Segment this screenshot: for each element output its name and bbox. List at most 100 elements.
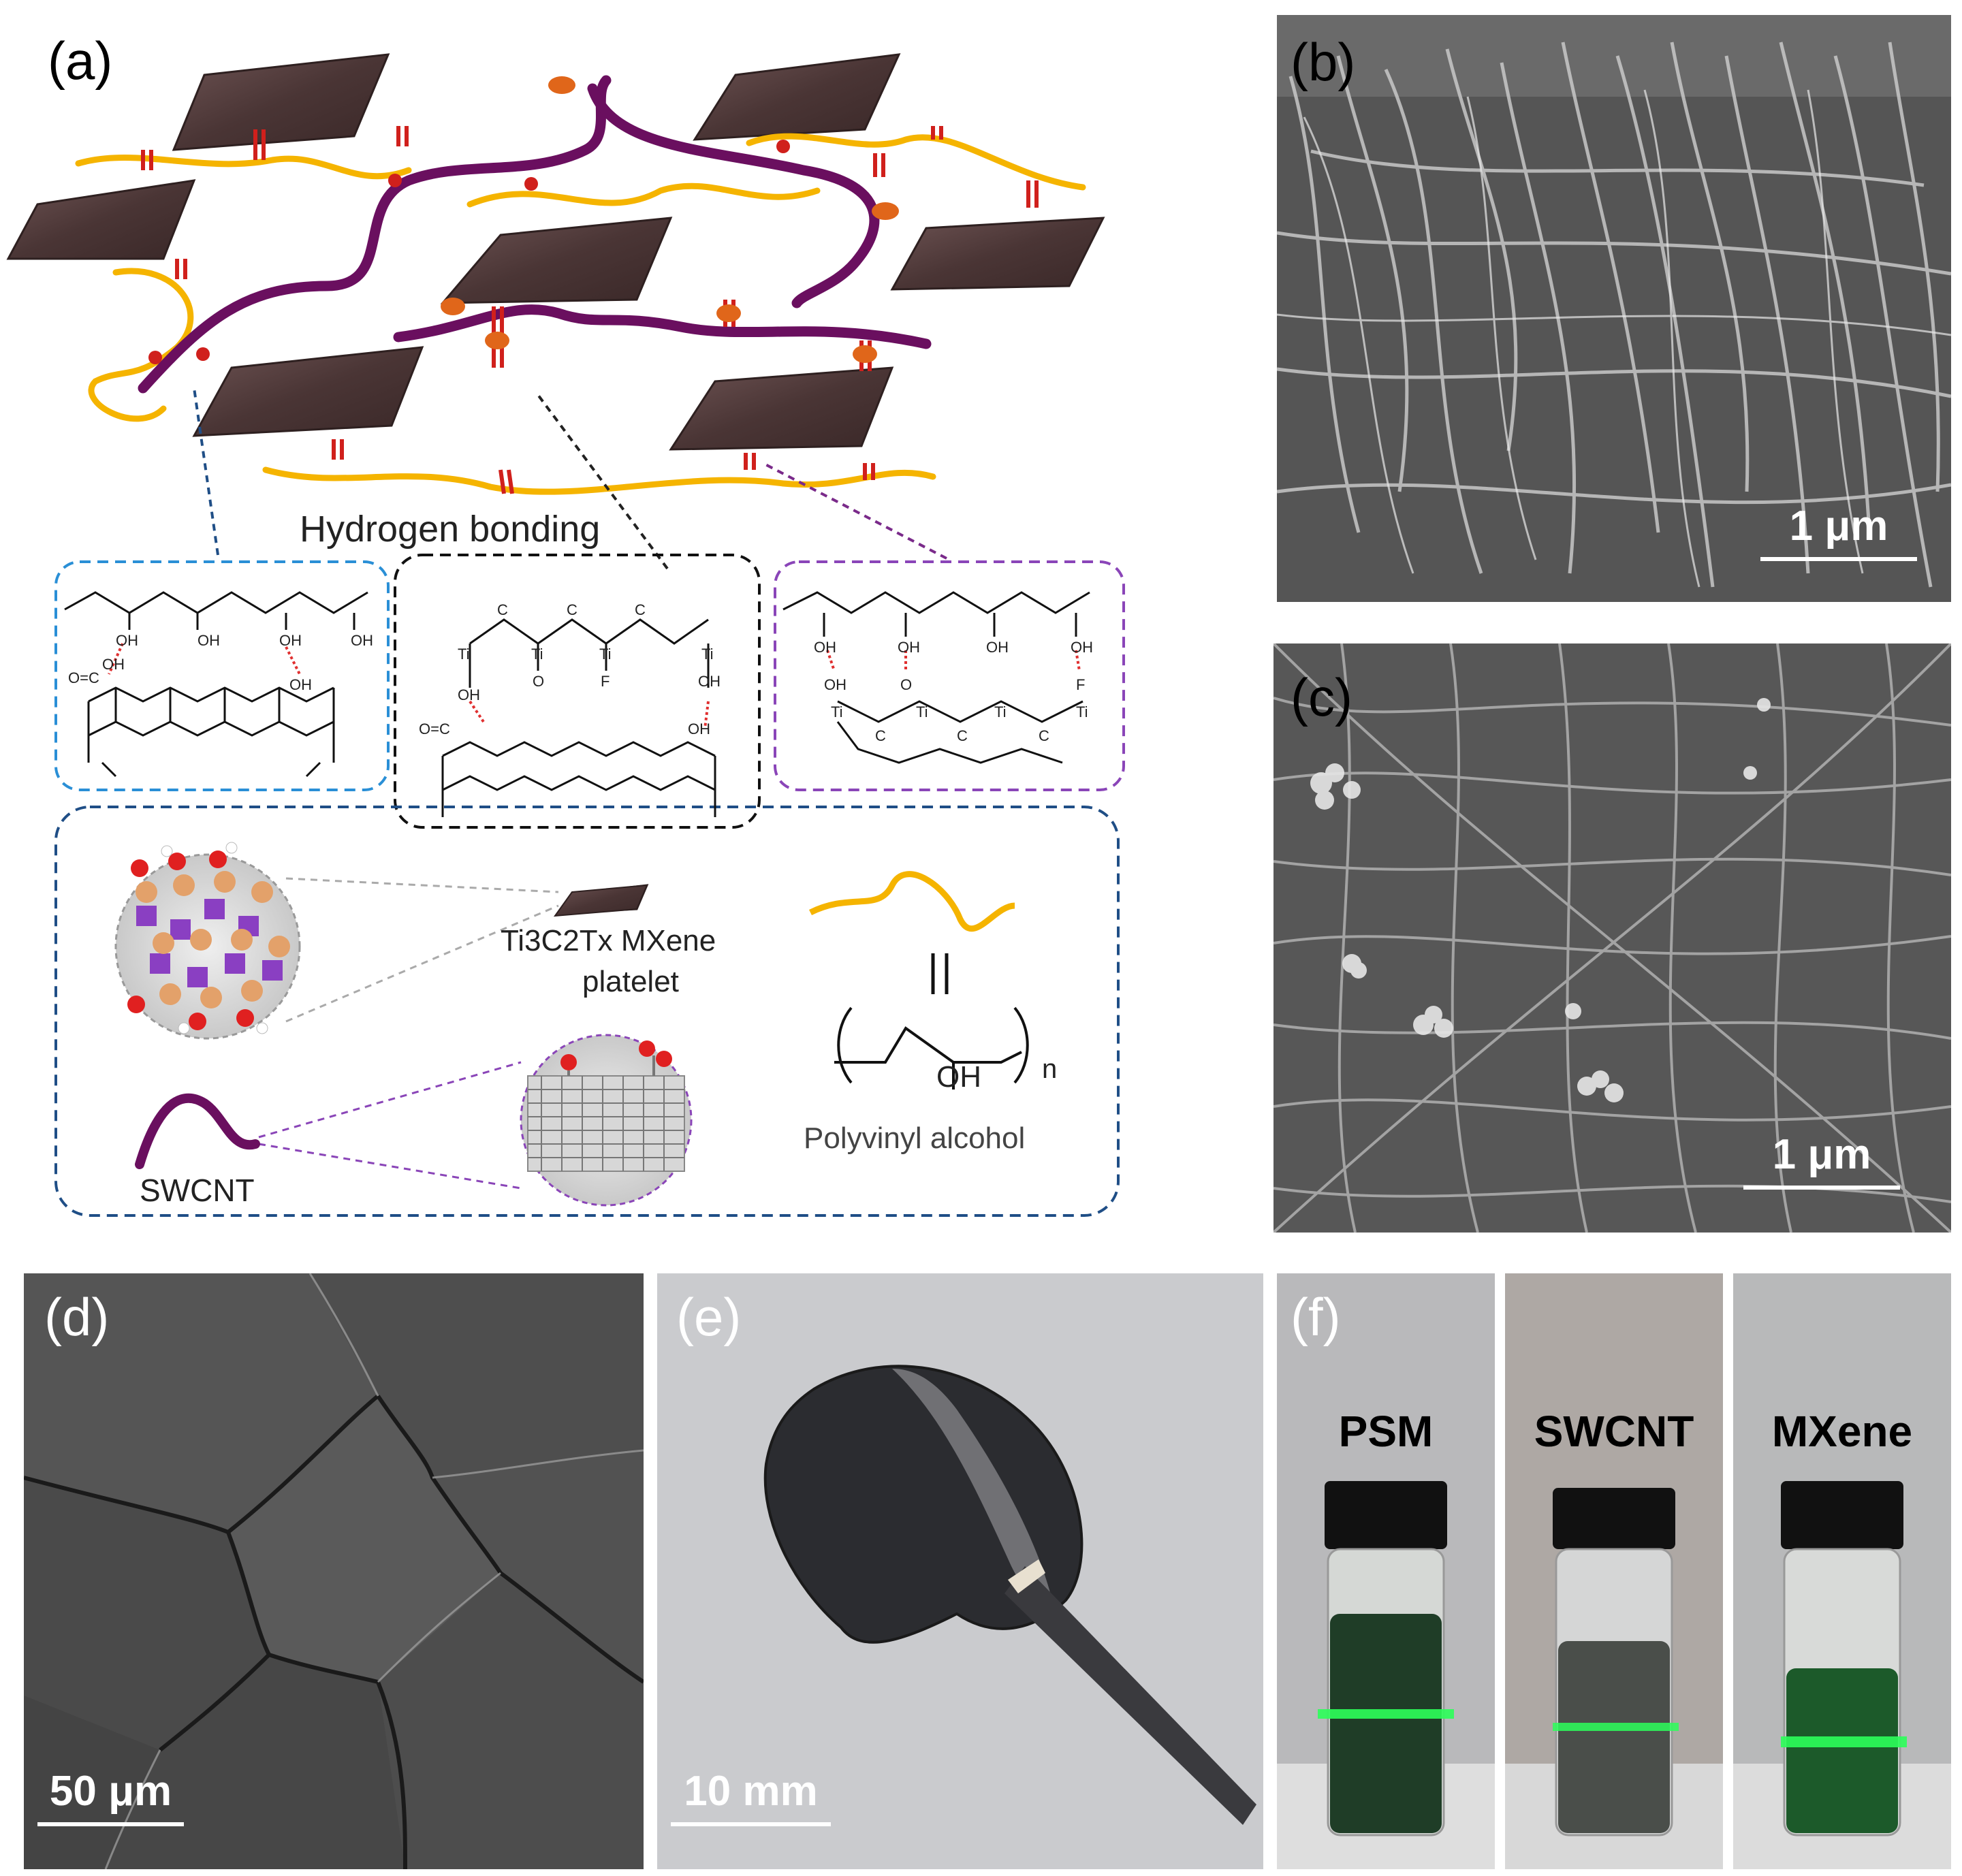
chem-c-label: C xyxy=(635,601,646,618)
chem-oh-label: OH xyxy=(824,676,846,693)
mxene-swcnt-bond-box xyxy=(394,554,761,829)
scale-bar-line xyxy=(1760,557,1917,561)
chem-oh-label: OH xyxy=(814,639,836,656)
swcnt-tube xyxy=(138,75,612,394)
mxene-sheet xyxy=(890,217,1105,291)
chem-oh-label: OH xyxy=(116,632,138,649)
chem-ti-label: Ti xyxy=(458,646,470,663)
vial-photo-swcnt: SWCNT xyxy=(1505,1273,1723,1869)
sem-nanotube-cross-section xyxy=(1277,15,1951,602)
mxene-sheet xyxy=(192,346,424,437)
chem-c-label: C xyxy=(497,601,508,618)
hydrogen-bond-markers xyxy=(141,126,1039,494)
chem-oh-label: OH xyxy=(102,656,125,673)
panel-b-sem-image: (b) 1 μm xyxy=(1277,15,1951,602)
panel-b-label: (b) xyxy=(1291,32,1356,92)
scale-bar-line xyxy=(37,1822,184,1826)
vial-mxene xyxy=(1733,1481,1951,1869)
panel-e-label: (e) xyxy=(676,1287,742,1347)
chem-o-label: O xyxy=(900,676,913,693)
sem-film-surface xyxy=(24,1273,644,1869)
chem-structure-mxene-swcnt xyxy=(441,618,716,817)
vial-photo-psm: PSM xyxy=(1277,1273,1495,1869)
pva-chain xyxy=(88,268,194,422)
chem-carboxyl-label: O=C xyxy=(68,669,99,686)
panel-c-sem-image: (c) 1 μm xyxy=(1273,643,1951,1233)
pva-legend-chain xyxy=(808,871,1015,932)
hydrogen-bonding-label: Hydrogen bonding xyxy=(300,509,601,550)
mxene-sheet xyxy=(669,366,894,451)
chem-oh-label: OH xyxy=(458,686,480,703)
chem-oh-label: OH xyxy=(197,632,220,649)
pva-chains xyxy=(75,133,1086,495)
swcnt-atomic-model xyxy=(520,1034,693,1207)
mxene-sheet xyxy=(693,53,901,141)
swcnt-tube xyxy=(587,83,880,308)
chem-oh-label: OH xyxy=(688,720,710,737)
pva-chain xyxy=(466,182,821,208)
panel-f-vials: (f) PSM SWCNT MXene xyxy=(1277,1273,1951,1869)
chem-ti-label: Ti xyxy=(599,646,612,663)
chem-oh-label: OH xyxy=(1071,639,1093,656)
chem-ti-label: Ti xyxy=(701,646,714,663)
pva-structural-formula xyxy=(834,1006,1029,1090)
chem-c-label: C xyxy=(957,727,968,744)
pva-chain xyxy=(262,466,936,495)
pva-mxene-bond-box xyxy=(774,560,1125,791)
panel-c-scale-text: 1 μm xyxy=(1772,1131,1871,1178)
chem-f-label: F xyxy=(601,673,610,690)
pva-swcnt-bond-box xyxy=(54,560,390,791)
panel-e-photo: (e) 10 mm xyxy=(657,1273,1263,1869)
mxene-legend-label-line1: Ti3C2Tx MXene xyxy=(501,924,716,957)
panel-a-label: (a) xyxy=(48,31,113,91)
chem-ti-label: Ti xyxy=(1076,703,1088,720)
chem-carboxyl-label: O=C xyxy=(419,720,450,737)
mxene-atomic-model xyxy=(114,842,301,1040)
pva-legend-label: Polyvinyl alcohol xyxy=(804,1122,1026,1155)
panel-a-schematic: (a) xyxy=(0,0,1260,1233)
panel-c-label: (c) xyxy=(1291,667,1352,727)
swcnt-legend-label: SWCNT xyxy=(140,1173,255,1208)
chem-oh-label: OH xyxy=(898,639,920,656)
component-legend-box xyxy=(54,806,1120,1217)
bond-stars xyxy=(148,140,790,364)
vial-label-swcnt: SWCNT xyxy=(1534,1407,1694,1456)
chem-ti-label: Ti xyxy=(531,646,543,663)
mxene-swcnt-pva-network-diagram xyxy=(6,53,1125,1217)
panel-d-sem-image: (d) 50 μm xyxy=(24,1273,644,1869)
mxene-legend-icon xyxy=(553,884,648,917)
vial-photo-mxene: MXene xyxy=(1733,1273,1951,1869)
pva-formula-oh: OH xyxy=(936,1060,981,1094)
pva-chain xyxy=(746,133,1086,191)
mxene-sheets xyxy=(6,53,1105,914)
chem-ti-label: Ti xyxy=(994,703,1007,720)
panel-f-label: (f) xyxy=(1291,1287,1341,1347)
chem-ti-label: Ti xyxy=(831,703,843,720)
panel-e-scale-text: 10 mm xyxy=(684,1768,818,1815)
chem-oh-label: OH xyxy=(351,632,373,649)
chem-c-label: C xyxy=(1039,727,1049,744)
scale-bar-line xyxy=(671,1822,831,1826)
pva-formula-n: n xyxy=(1042,1054,1058,1084)
chem-c-label: C xyxy=(567,601,577,618)
vial-label-psm: PSM xyxy=(1338,1407,1434,1456)
mxene-sheet xyxy=(6,179,196,260)
scale-bar-line xyxy=(1743,1186,1900,1190)
vial-swcnt xyxy=(1505,1488,1723,1869)
mxene-sheet xyxy=(172,53,390,151)
chem-ti-label: Ti xyxy=(916,703,928,720)
panel-b-scale-text: 1 μm xyxy=(1789,503,1888,550)
film-held-by-tweezers xyxy=(657,1273,1263,1869)
panel-d-scale-text: 50 μm xyxy=(49,1768,172,1815)
chem-structure-pva-swcnt xyxy=(64,591,368,778)
chem-oh-label: OH xyxy=(986,639,1009,656)
mxene-legend-label-line2: platelet xyxy=(582,965,679,998)
panel-d-scale-bar: 50 μm xyxy=(37,1770,184,1826)
chem-oh-label: OH xyxy=(289,676,312,693)
pva-chain xyxy=(75,155,412,180)
chem-f-label: F xyxy=(1076,676,1086,693)
panel-b-scale-bar: 1 μm xyxy=(1760,505,1917,561)
vial-psm xyxy=(1277,1481,1495,1869)
mxene-sheet xyxy=(440,217,673,304)
panel-e-scale-bar: 10 mm xyxy=(671,1770,831,1826)
